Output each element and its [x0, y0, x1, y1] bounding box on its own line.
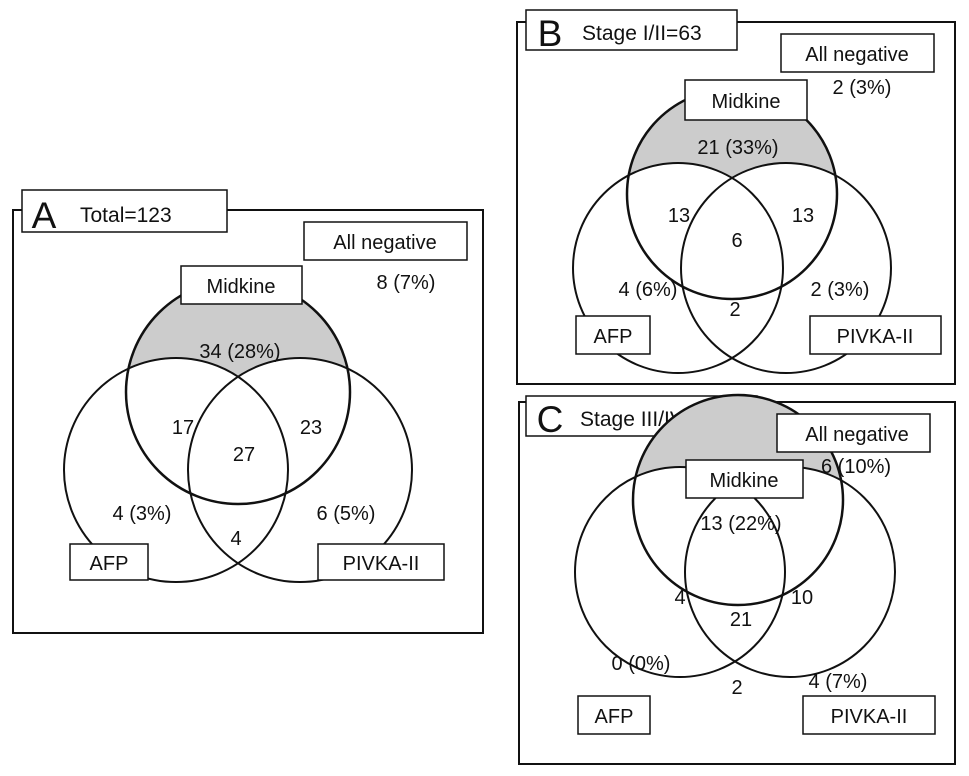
region-afp-only: 4 (3%) — [113, 503, 172, 525]
pivka-mask — [188, 358, 412, 582]
all-negative-value: 8 (7%) — [377, 272, 436, 294]
panel-c: C Stage III/IV=60 All negative 6 (10%) M… — [518, 393, 956, 765]
midkine-outline — [631, 393, 845, 607]
midkine-label-box — [685, 459, 804, 499]
pivka-label: PIVKA-II — [831, 706, 908, 728]
region-midkine-afp: 17 — [172, 417, 194, 439]
region-all-three: 6 — [731, 230, 742, 252]
all-negative-box — [780, 33, 935, 73]
afp-label-box — [575, 315, 651, 355]
panel-b-title: Stage I/II=63 — [582, 22, 702, 45]
region-midkine-pivka: 10 — [791, 587, 813, 609]
region-afp-only: 4 (6%) — [619, 279, 678, 301]
pivka-mask — [685, 467, 895, 677]
all-negative-box — [776, 413, 931, 453]
panel-b-header-box — [525, 9, 738, 51]
afp-label: AFP — [595, 706, 634, 728]
afp-label: AFP — [594, 326, 633, 348]
all-negative-value: 6 (10%) — [821, 456, 891, 478]
afp-circle — [572, 162, 784, 374]
region-afp-pivka: 2 — [731, 677, 742, 699]
region-pivka-only: 4 (7%) — [809, 671, 868, 693]
panel-a-letter: A — [32, 195, 57, 236]
all-negative-box — [303, 221, 468, 261]
region-midkine-pivka: 23 — [300, 417, 322, 439]
afp-label: AFP — [90, 553, 129, 575]
region-midkine-pivka: 13 — [792, 205, 814, 227]
midkine-label-box — [180, 265, 303, 305]
panel-b: B Stage I/II=63 All negative 2 (3%) Midk… — [516, 9, 956, 385]
afp-label-box — [69, 543, 149, 581]
all-negative-label: All negative — [805, 44, 908, 66]
region-midkine-afp: 4 — [674, 587, 685, 609]
afp-circle — [574, 466, 786, 678]
pivka-label: PIVKA-II — [837, 326, 914, 348]
panel-b-letter: B — [538, 13, 563, 54]
all-negative-value: 2 (3%) — [833, 77, 892, 99]
pivka-label-box — [317, 543, 445, 581]
midkine-label: Midkine — [710, 470, 779, 492]
midkine-label-box — [684, 79, 808, 121]
region-pivka-only: 2 (3%) — [811, 279, 870, 301]
region-all-three: 27 — [233, 444, 255, 466]
panel-a-title: Total=123 — [80, 204, 172, 227]
afp-circle — [63, 357, 289, 583]
panel-a-header-box — [21, 189, 228, 233]
all-negative-label: All negative — [805, 424, 908, 446]
region-midkine-only: 21 (33%) — [697, 137, 778, 159]
region-midkine-only: 34 (28%) — [199, 341, 280, 363]
region-midkine-only: 13 (22%) — [700, 513, 781, 535]
region-midkine-afp: 13 — [668, 205, 690, 227]
pivka-label-box — [809, 315, 942, 355]
pivka-label: PIVKA-II — [343, 553, 420, 575]
region-afp-only: 0 (0%) — [612, 653, 671, 675]
pivka-label-box — [802, 695, 936, 735]
afp-label-box — [577, 695, 651, 735]
midkine-label: Midkine — [712, 91, 781, 113]
pivka-circle — [187, 357, 413, 583]
pivka-circle — [680, 162, 892, 374]
all-negative-label: All negative — [333, 232, 436, 254]
region-afp-pivka: 4 — [230, 528, 241, 550]
region-pivka-only: 6 (5%) — [317, 503, 376, 525]
region-all-three: 21 — [730, 609, 752, 631]
panel-a: A Total=123 All negative 8 (7%) Midkine … — [12, 189, 484, 634]
midkine-label: Midkine — [207, 276, 276, 298]
panel-c-letter: C — [537, 399, 564, 440]
region-afp-pivka: 2 — [729, 299, 740, 321]
